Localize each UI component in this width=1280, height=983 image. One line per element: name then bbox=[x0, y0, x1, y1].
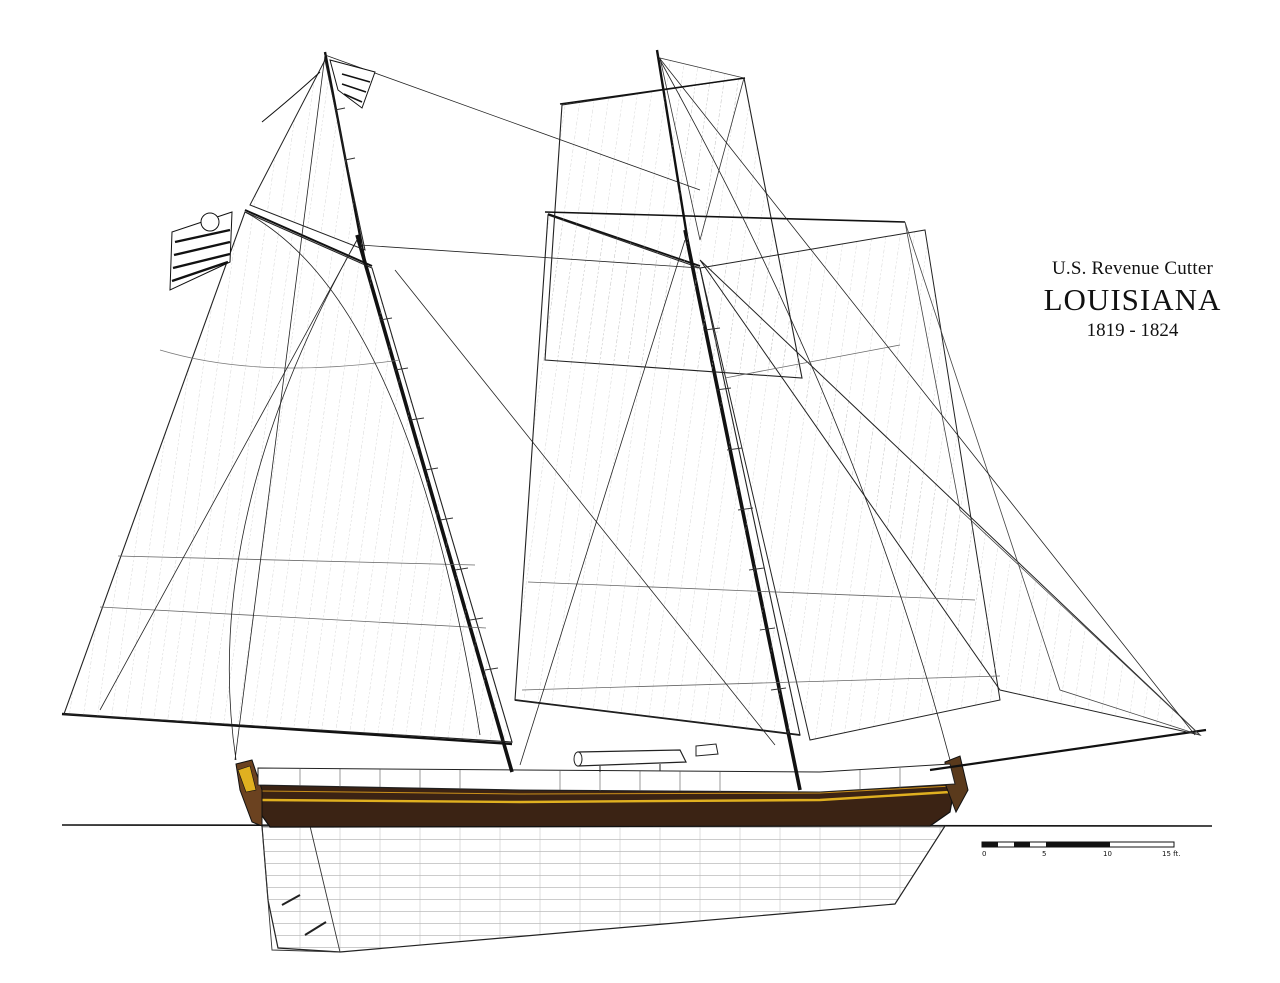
scale-segment bbox=[1014, 842, 1030, 847]
hull-stripe bbox=[261, 790, 951, 804]
jib bbox=[699, 259, 1202, 736]
fore-reef-band bbox=[521, 675, 1001, 691]
reef-band bbox=[159, 349, 401, 369]
rudder-brace bbox=[304, 921, 327, 936]
pennant bbox=[329, 59, 376, 109]
fore-topgallant bbox=[659, 57, 745, 241]
streamer bbox=[261, 71, 321, 123]
scale-label-15: 15 ft. bbox=[1162, 850, 1180, 858]
flying-jib bbox=[904, 221, 1201, 736]
main-gaff bbox=[244, 209, 373, 267]
main-gaff-sail bbox=[63, 211, 513, 743]
bulwark-stanchions bbox=[299, 768, 901, 792]
scale-segment bbox=[1046, 842, 1110, 847]
ensign-stripes bbox=[171, 228, 231, 283]
ensign-eagle bbox=[200, 212, 220, 232]
service-years: 1819 - 1824 bbox=[1086, 320, 1179, 341]
scale-bar: 0 5 10 15 ft. bbox=[981, 841, 1180, 858]
fore-topsail-yard bbox=[559, 77, 746, 105]
scale-label-5: 5 bbox=[1042, 850, 1046, 858]
reef-band bbox=[117, 555, 476, 566]
ratlines-main bbox=[334, 107, 499, 671]
hull-stripe-upper bbox=[261, 785, 953, 795]
bulwark bbox=[257, 763, 956, 793]
carronade bbox=[695, 743, 719, 757]
ratlines-fore bbox=[704, 327, 787, 691]
rigging bbox=[99, 54, 1196, 766]
scale-label-10: 10 bbox=[1103, 850, 1112, 858]
pivot-gun bbox=[573, 749, 687, 772]
ship-name: LOUISIANA bbox=[1043, 282, 1222, 317]
fore-yard bbox=[544, 211, 906, 223]
pennant-stripes bbox=[341, 73, 371, 103]
bowsprit bbox=[929, 728, 1207, 772]
main-topsail bbox=[249, 58, 366, 251]
scale-segment bbox=[982, 842, 998, 847]
ensign bbox=[169, 211, 233, 291]
stern-gold bbox=[237, 765, 257, 793]
title-line-1: U.S. Revenue Cutter bbox=[1051, 258, 1214, 279]
reef-band bbox=[99, 606, 487, 629]
underwater-hull bbox=[261, 825, 947, 953]
rudder-brace bbox=[281, 894, 301, 906]
fore-reef-band bbox=[724, 344, 901, 379]
title-block: U.S. Revenue Cutter LOUISIANA 1819 - 182… bbox=[1030, 258, 1235, 342]
scale-label-0: 0 bbox=[982, 850, 986, 858]
